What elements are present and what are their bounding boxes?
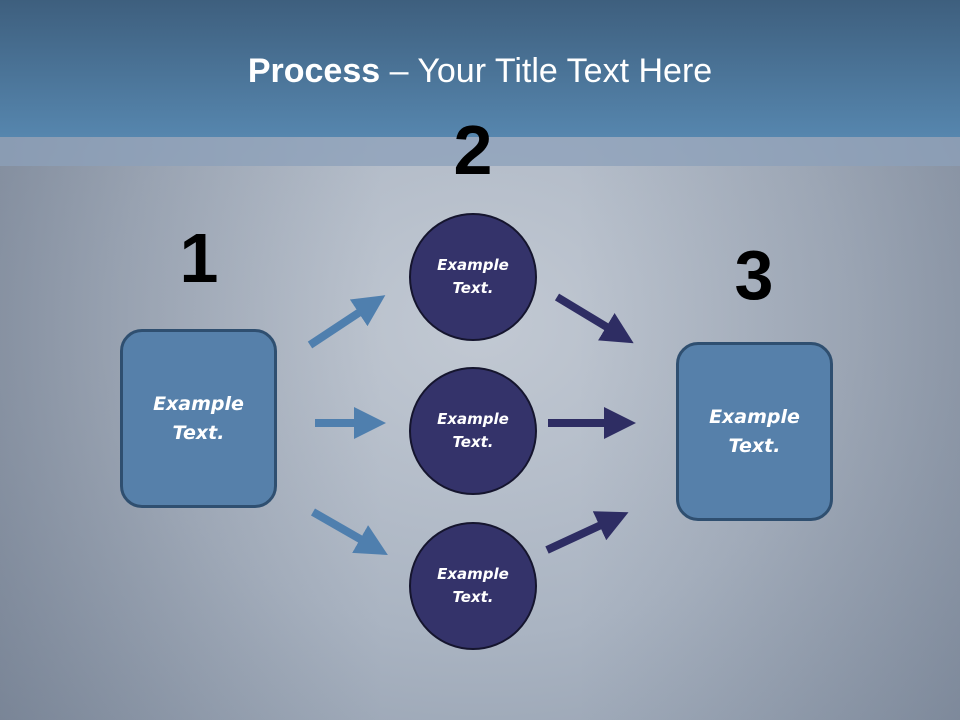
- arrow-1-to-2a: [307, 295, 386, 349]
- step-number-3: 3: [734, 236, 774, 314]
- step-number-1: 1: [179, 219, 219, 297]
- title-rest: – Your Title Text Here: [380, 52, 713, 90]
- title-bar: [0, 0, 960, 137]
- circle-text: Example Text.: [437, 256, 509, 297]
- circle-text: Example Text.: [437, 565, 509, 606]
- step-3-text: Example Text.: [709, 405, 800, 457]
- step-3-box: Example Text.: [676, 342, 833, 521]
- arrow-1-to-2c: [311, 508, 388, 555]
- step-2-circle-2: Example Text.: [409, 367, 537, 495]
- step-2-circle-1: Example Text.: [409, 213, 537, 341]
- step-1-text: Example Text.: [153, 392, 244, 444]
- header-band: [0, 137, 960, 166]
- slide-title: Process – Your Title Text Here: [0, 52, 960, 91]
- arrow-2a-to-3: [554, 293, 634, 344]
- circle-text: Example Text.: [437, 410, 509, 451]
- arrow-2c-to-3: [545, 511, 629, 554]
- title-bold: Process: [247, 52, 381, 90]
- step-number-2: 2: [453, 111, 493, 189]
- step-1-box: Example Text.: [120, 329, 277, 508]
- step-2-circle-3: Example Text.: [409, 522, 537, 650]
